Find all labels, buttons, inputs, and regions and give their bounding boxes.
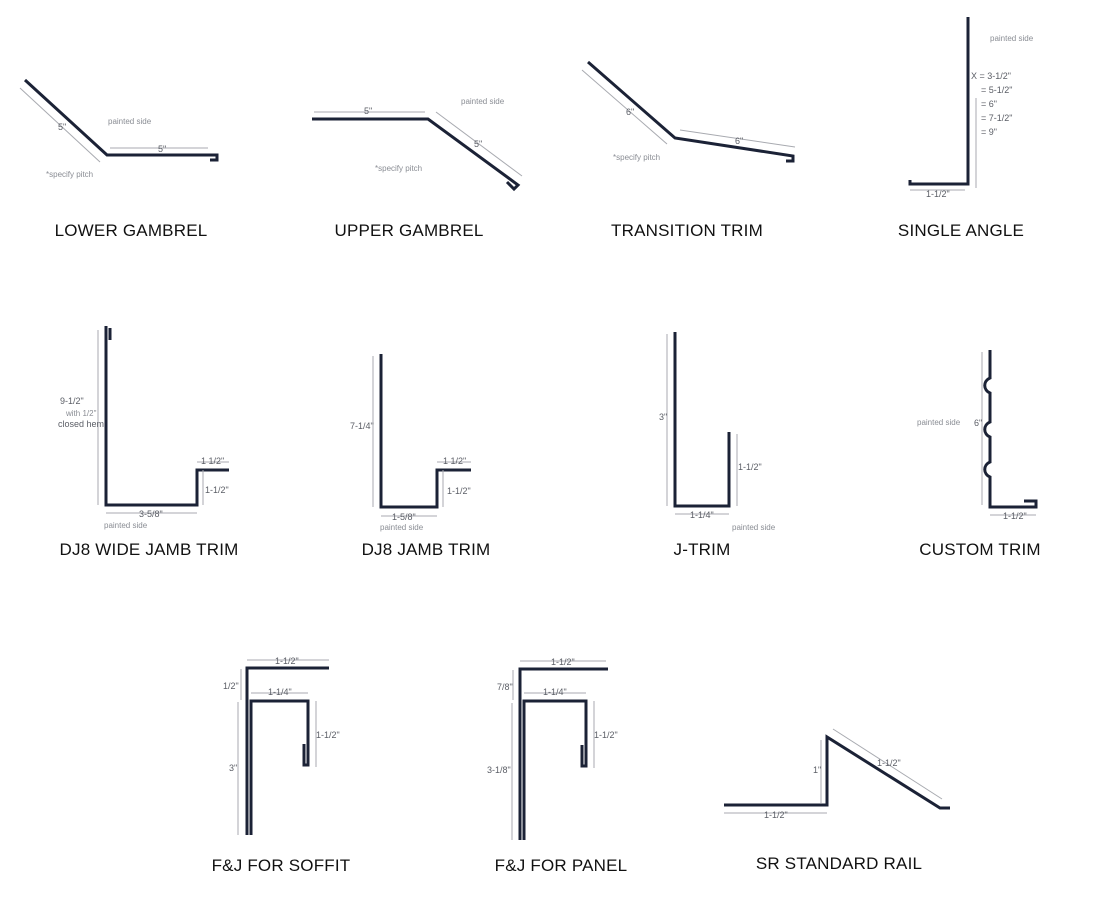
fj-soffit-dim-label-4: 1-1/2"	[316, 730, 340, 740]
j-trim-profile	[673, 332, 731, 508]
dj8-wide-jamb-dim-label-3: 1 1/2"	[201, 456, 224, 466]
sr-rail-dim-slope	[832, 728, 943, 800]
dj8-jamb-painted-side: painted side	[380, 523, 424, 532]
trim-fj-soffit: 1-1/2" 1/2" 1-1/4" 1-1/2" 3" F&J FOR SOF…	[212, 656, 351, 875]
transition-trim-specify-pitch: *specify pitch	[613, 153, 660, 162]
fj-soffit-title: F&J FOR SOFFIT	[212, 856, 351, 875]
trim-single-angle: painted side X = 3-1/2" = 5-1/2" = 6" = …	[898, 17, 1034, 240]
upper-gambrel-dim-slope	[435, 111, 523, 177]
fj-panel-dim-label-4: 1-1/2"	[594, 730, 618, 740]
lower-gambrel-specify-pitch: *specify pitch	[46, 170, 93, 179]
lower-gambrel-profile	[23, 78, 219, 162]
transition-trim-profile	[587, 60, 795, 163]
fj-panel-dim-label-3: 1-1/4"	[543, 687, 567, 697]
dj8-jamb-dim-label-3: 1 1/2"	[443, 456, 466, 466]
dj8-wide-jamb-dim-label-2: 3-5/8"	[139, 509, 163, 519]
dj8-wide-jamb-title: DJ8 WIDE JAMB TRIM	[60, 540, 239, 559]
sr-rail-title: SR STANDARD RAIL	[756, 854, 922, 873]
j-trim-dim-label-3: 1-1/4"	[690, 510, 714, 520]
custom-trim-dim-label-1: 6"	[974, 418, 982, 428]
fj-soffit-profile-inner	[249, 699, 310, 835]
j-trim-painted-side: painted side	[732, 523, 776, 532]
fj-panel-title: F&J FOR PANEL	[495, 856, 628, 875]
fj-panel-profile-outer	[518, 667, 608, 840]
transition-trim-dim-label-1: 6"	[626, 107, 634, 117]
lower-gambrel-dim-slope	[19, 87, 101, 163]
custom-trim-dim-label-2: 1-1/2"	[1003, 511, 1027, 521]
sr-rail-dim-label-1: 1-1/2"	[764, 810, 788, 820]
trim-j-trim: 3" 1-1/2" 1-1/4" painted side J-TRIM	[659, 332, 776, 559]
single-angle-painted-side: painted side	[990, 34, 1034, 43]
single-angle-title: SINGLE ANGLE	[898, 221, 1024, 240]
single-angle-dim-label-6: 1-1/2"	[926, 189, 950, 199]
lower-gambrel-dim-label-1: 5"	[58, 122, 66, 132]
upper-gambrel-painted-side: painted side	[461, 97, 505, 106]
fj-soffit-profile-outer	[245, 666, 329, 835]
fj-soffit-dim-label-1: 1-1/2"	[275, 656, 299, 666]
upper-gambrel-title: UPPER GAMBREL	[334, 221, 483, 240]
transition-trim-dim-flat	[679, 129, 796, 148]
fj-panel-dim-label-5: 3-1/8"	[487, 765, 511, 775]
trim-dj8-jamb: 7-1/4" 1-5/8" 1 1/2" 1-1/2" painted side…	[350, 354, 490, 559]
single-angle-dim-label-4: = 7-1/2"	[981, 113, 1012, 123]
sr-rail-dim-label-3: 1-1/2"	[877, 758, 901, 768]
dj8-wide-jamb-dim-label-1: 9-1/2"	[60, 396, 84, 406]
j-trim-title: J-TRIM	[674, 540, 731, 559]
transition-trim-dim-slope	[581, 69, 668, 145]
dj8-jamb-dim-label-1: 7-1/4"	[350, 421, 374, 431]
dj8-wide-jamb-painted-side: painted side	[104, 521, 148, 530]
j-trim-dim-label-2: 1-1/2"	[738, 462, 762, 472]
trim-lower-gambrel: 5" 5" painted side *specify pitch LOWER …	[19, 78, 219, 240]
fj-panel-dim-label-2: 7/8"	[497, 682, 513, 692]
fj-panel-profile-inner	[522, 699, 588, 840]
lower-gambrel-title: LOWER GAMBREL	[55, 221, 208, 240]
dj8-jamb-dim-label-2: 1-5/8"	[392, 512, 416, 522]
fj-soffit-dim-label-3: 1-1/4"	[268, 687, 292, 697]
custom-trim-profile	[983, 350, 1038, 509]
upper-gambrel-dim-label-2: 5"	[474, 139, 482, 149]
dj8-wide-jamb-dim-label-4: 1-1/2"	[205, 485, 229, 495]
upper-gambrel-profile	[312, 117, 521, 192]
trim-transition: 6" 6" *specify pitch TRANSITION TRIM	[581, 60, 796, 240]
single-angle-dim-label-2: = 5-1/2"	[981, 85, 1012, 95]
upper-gambrel-specify-pitch: *specify pitch	[375, 164, 422, 173]
single-angle-dim-label-1: X = 3-1/2"	[971, 71, 1011, 81]
upper-gambrel-dim-label-1: 5"	[364, 106, 372, 116]
trim-fj-panel: 1-1/2" 7/8" 1-1/4" 1-1/2" 3-1/8" F&J FOR…	[487, 657, 627, 875]
dj8-wide-jamb-note-hem-1: with 1/2"	[65, 409, 97, 418]
lower-gambrel-painted-side: painted side	[108, 117, 152, 126]
custom-trim-painted-side: painted side	[917, 418, 961, 427]
sr-rail-dim-label-2: 1"	[813, 765, 821, 775]
transition-trim-dim-label-2: 6"	[735, 136, 743, 146]
transition-trim-title: TRANSITION TRIM	[611, 221, 763, 240]
sr-rail-profile	[724, 734, 950, 810]
custom-trim-title: CUSTOM TRIM	[919, 540, 1041, 559]
lower-gambrel-dim-label-2: 5"	[158, 144, 166, 154]
trim-sr-standard-rail: 1-1/2" 1" 1-1/2" SR STANDARD RAIL	[724, 728, 950, 873]
dj8-jamb-profile	[379, 354, 471, 509]
trim-custom: painted side 6" 1-1/2" CUSTOM TRIM	[917, 350, 1041, 559]
single-angle-dim-label-3: = 6"	[981, 99, 997, 109]
single-angle-dim-label-5: = 9"	[981, 127, 997, 137]
fj-panel-dim-label-1: 1-1/2"	[551, 657, 575, 667]
j-trim-dim-label-1: 3"	[659, 412, 667, 422]
trim-dj8-wide-jamb: 9-1/2" with 1/2" closed hem 3-5/8" 1 1/2…	[58, 326, 238, 559]
dj8-jamb-dim-label-4: 1-1/2"	[447, 486, 471, 496]
trim-upper-gambrel: 5" 5" painted side *specify pitch UPPER …	[312, 97, 523, 240]
single-angle-profile	[908, 17, 970, 186]
dj8-wide-jamb-note-hem-2: closed hem	[58, 419, 104, 429]
fj-soffit-dim-label-5: 3"	[229, 763, 237, 773]
dj8-jamb-title: DJ8 JAMB TRIM	[362, 540, 491, 559]
fj-soffit-dim-label-2: 1/2"	[223, 681, 239, 691]
dj8-wide-jamb-profile	[104, 326, 229, 507]
